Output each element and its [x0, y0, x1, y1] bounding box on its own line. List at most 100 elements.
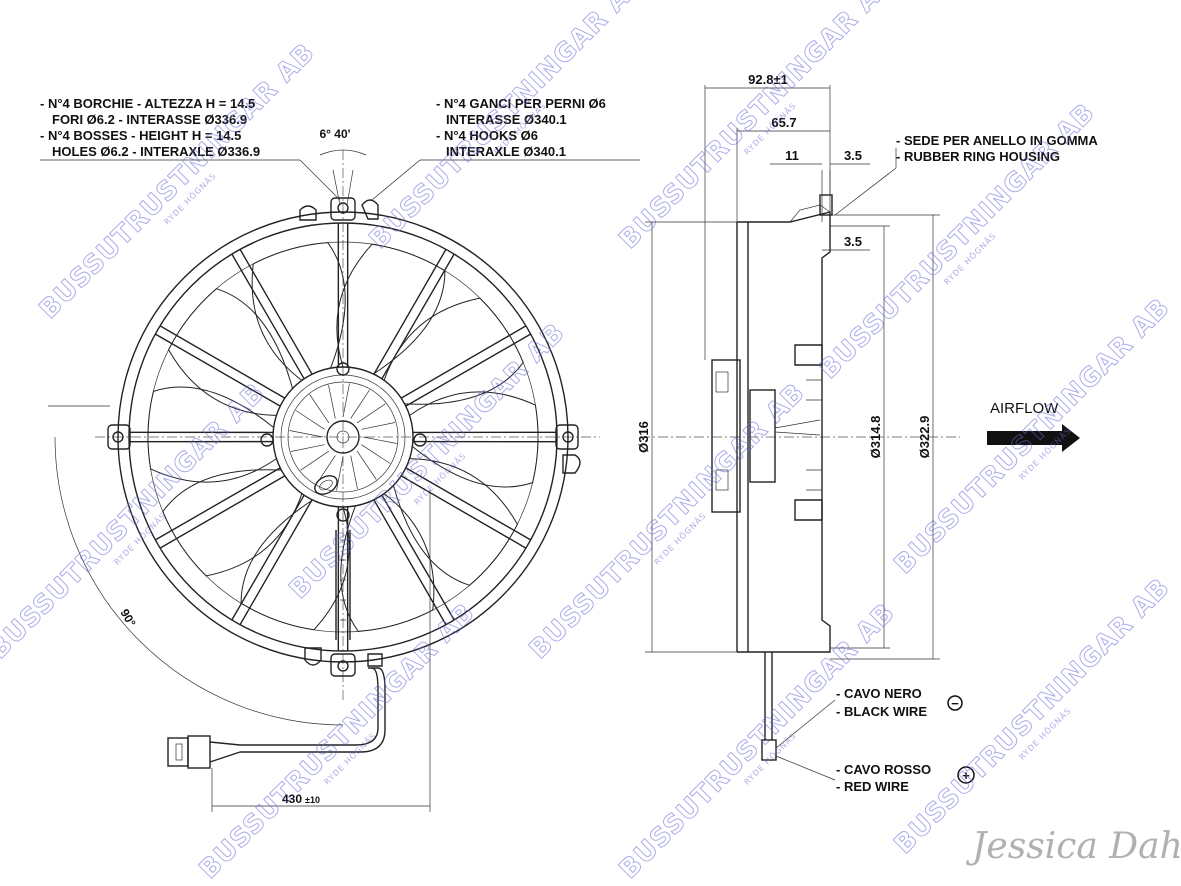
red-wire-line-2: - RED WIRE: [836, 779, 909, 794]
watermark-9: BUSSUTRUSTNINGAR AB RYDE HÖGNÄS: [193, 597, 481, 885]
minus-icon: [947, 695, 963, 711]
watermark-10: BUSSUTRUSTNINGAR AB RYDE HÖGNÄS: [613, 597, 901, 885]
watermark-11: BUSSUTRUSTNINGAR AB RYDE HÖGNÄS: [888, 572, 1176, 860]
minus-symbol: −: [951, 696, 959, 711]
watermark-5: BUSSUTRUSTNINGAR AB RYDE HÖGNÄS: [0, 377, 272, 665]
shroud-inner-ring: [128, 222, 558, 652]
motor-fins: [289, 383, 397, 491]
ring-leader: [834, 148, 897, 216]
watermark-8: BUSSUTRUSTNINGAR AB RYDE HÖGNÄS: [888, 292, 1176, 580]
connector-wires: [209, 741, 241, 763]
wire-harness: [240, 667, 386, 753]
motor-fin: [356, 450, 377, 480]
side-motor-detail-2: [715, 469, 729, 491]
callout-hooks-line-4: INTERAXLE Ø340.1: [446, 144, 566, 159]
angle-cable-arc: [54, 436, 344, 726]
motor-fin: [336, 456, 344, 491]
cable-length-label: 430±10: [282, 792, 320, 806]
bosses-leader: [40, 159, 341, 201]
motor-screw-top: [336, 362, 350, 376]
side-ring-housing: [789, 204, 831, 223]
callout-hooks-line-2: INTERASSE Ø340.1: [446, 112, 567, 127]
motor-shaft: [336, 430, 350, 444]
dia-316-label: Ø316: [636, 421, 651, 453]
motor-fin: [361, 422, 396, 430]
boss-hole-right: [562, 431, 574, 443]
boss-hole-left: [112, 431, 124, 443]
angle-hooks-label: 6° 40': [319, 127, 350, 141]
motor-screw-right: [413, 433, 427, 447]
callout-hooks-line-1: - N°4 GANCI PER PERNI Ø6: [436, 96, 606, 111]
side-view: 92.8±1 65.7 11 3.5 3.5 Ø316 Ø314.8 Ø322.…: [636, 72, 960, 781]
watermark-text-1: BUSSUTRUSTNINGAR AB: [34, 38, 321, 325]
motor-inner-ring: [287, 381, 399, 493]
motor-fin: [290, 444, 325, 452]
hook-right: [562, 454, 581, 474]
side-ring-lip: [819, 194, 833, 216]
red-wire-line-1: - CAVO ROSSO: [836, 762, 931, 777]
callout-red-wire: - CAVO ROSSO - RED WIRE +: [836, 762, 975, 794]
boss-top: [330, 197, 356, 221]
motor-fin: [295, 410, 325, 430]
cable-clips: [340, 539, 346, 621]
frame-spoke: [231, 249, 313, 380]
watermark-2: BUSSUTRUSTNINGAR AB RYDE HÖGNÄS: [363, 0, 651, 255]
motor-fin: [362, 436, 397, 444]
angle-hooks-arc: [319, 149, 367, 156]
frame-spoke: [129, 431, 274, 443]
frame-spoke: [373, 494, 455, 625]
watermark-1: BUSSUTRUSTNINGAR AB RYDE HÖGNÄS: [33, 37, 321, 325]
callout-bosses-line-1: - N°4 BORCHIE - ALTEZZA H = 14.5: [40, 96, 255, 111]
cable-gland: [314, 475, 338, 495]
motor-fin: [300, 450, 330, 471]
callout-ring-housing: - SEDE PER ANELLO IN GOMMA - RUBBER RING…: [896, 133, 1098, 164]
callout-bosses-line-4: HOLES Ø6.2 - INTERAXLE Ø336.9: [52, 144, 260, 159]
cable-gland-inner: [319, 479, 333, 491]
angle-cable-label: 90°: [117, 607, 138, 630]
electrical-connector: [167, 735, 241, 769]
frame-spoke: [155, 325, 286, 407]
wire-leaders: [775, 699, 836, 781]
hub-11-label: 11: [785, 148, 799, 163]
fan-blade: [393, 458, 518, 586]
depth-body-label: 65.7: [771, 115, 796, 130]
watermark-text-3: BUSSUTRUSTNINGAR AB: [614, 0, 901, 255]
connector-body: [167, 737, 189, 767]
frame-spoke: [373, 249, 455, 380]
dia-322-9-label: Ø322.9: [917, 416, 932, 459]
watermark-text-10: BUSSUTRUSTNINGAR AB: [614, 598, 901, 885]
depth-total-label: 92.8±1: [748, 72, 788, 87]
fan-blade: [147, 386, 277, 483]
frame-spoke: [337, 506, 349, 651]
front-view: 6° 40' 90° 430±10: [40, 127, 640, 812]
motor-fin: [350, 455, 358, 490]
black-wire-line-1: - CAVO NERO: [836, 686, 922, 701]
black-wire-line-2: - BLACK WIRE: [836, 704, 927, 719]
motor-housing: [272, 366, 414, 508]
side-clips: [794, 344, 823, 521]
boss-bottom: [330, 653, 356, 677]
cable-channel: [335, 530, 351, 640]
signature: Jessica Dahl: [965, 826, 1181, 867]
callout-bosses: - N°4 BORCHIE - ALTEZZA H = 14.5 FORI Ø6…: [40, 96, 260, 159]
watermark-text-6: BUSSUTRUSTNINGAR AB: [284, 318, 571, 605]
watermark-3: BUSSUTRUSTNINGAR AB RYDE HÖGNÄS: [613, 0, 901, 255]
callout-ring-line-1: - SEDE PER ANELLO IN GOMMA: [896, 133, 1098, 148]
motor-fin: [309, 394, 330, 424]
shroud-outer-ring: [117, 211, 569, 663]
connector-pin: [175, 743, 183, 761]
callout-bosses-line-3: - N°4 BOSSES - HEIGHT H = 14.5: [40, 128, 241, 143]
watermark-6: BUSSUTRUSTNINGAR AB RYDE HÖGNÄS: [283, 317, 571, 605]
motor-screw-left: [260, 433, 274, 447]
fan-blade: [409, 391, 539, 488]
callout-hooks-line-3: - N°4 HOOKS Ø6: [436, 128, 538, 143]
frame-spoke: [231, 494, 313, 625]
fan-blade: [336, 243, 446, 375]
wire-harness-inner: [240, 667, 379, 746]
airflow-indicator: AIRFLOW: [987, 400, 1080, 452]
mounting-hooks: [299, 199, 581, 667]
boss-left: [107, 424, 131, 450]
motor-fin: [356, 403, 386, 424]
side-motor-detail-1: [715, 371, 729, 393]
